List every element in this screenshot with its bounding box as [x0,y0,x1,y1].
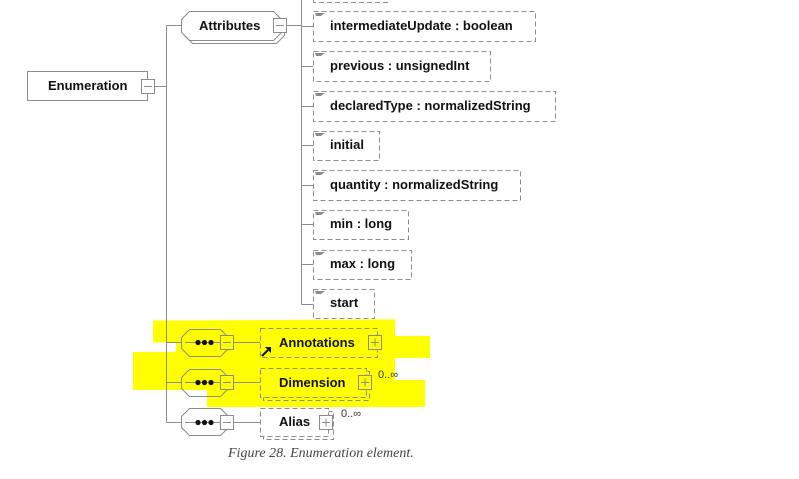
expand-dimension-icon[interactable] [358,375,372,390]
attribute-intermediateupdate[interactable]: intermediateUpdate : boolean [330,18,513,33]
attribute-start[interactable]: start [330,295,359,310]
reference-arrow-icon [261,347,271,357]
sequence-compositor-icon[interactable] [181,329,228,357]
element-dimension[interactable]: Dimension [279,375,346,390]
root-element-enumeration[interactable]: Enumeration [48,78,128,93]
expand-annotations-icon[interactable] [368,335,382,350]
attribute-previous[interactable]: previous : unsignedInt [330,58,470,73]
attributes-group-label[interactable]: Attributes [199,18,261,33]
collapse-attributes-icon[interactable] [273,18,287,33]
alias-cardinality: 0..∞ [341,408,362,420]
attribute-quantity[interactable]: quantity : normalizedString [330,177,499,192]
attribute-declaredtype[interactable]: declaredType : normalizedString [330,98,531,113]
sequence-compositor-icon[interactable] [181,408,228,436]
element-annotations[interactable]: Annotations [279,335,355,350]
sequence-compositor-icon[interactable] [181,369,228,397]
figure-caption: Figure 28. Enumeration element. [228,446,414,461]
attribute-max[interactable]: max : long [330,256,396,271]
element-alias[interactable]: Alias [279,414,311,429]
attribute-min[interactable]: min : long [330,216,393,231]
attribute-initial[interactable]: initial [330,137,364,152]
dimension-cardinality: 0..∞ [378,369,399,381]
expand-alias-icon[interactable] [319,415,333,430]
collapse-root-icon[interactable] [141,79,155,94]
